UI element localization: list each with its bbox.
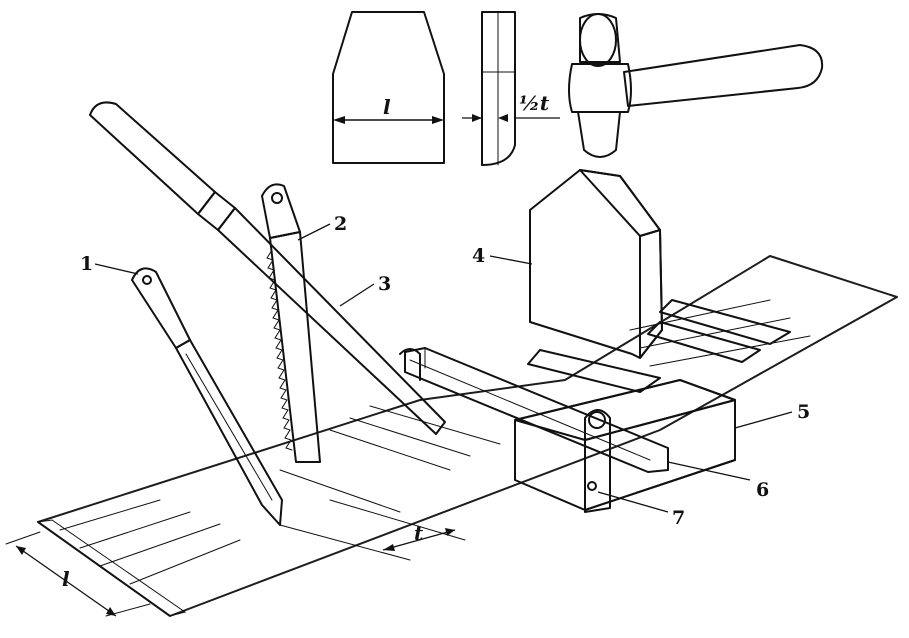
callout-7: 7 — [597, 491, 685, 529]
hammer — [568, 13, 824, 158]
dimension-l-top-label: l — [383, 95, 391, 119]
callout-7-label: 7 — [672, 507, 685, 529]
knife — [131, 267, 283, 526]
wooden-template — [529, 169, 663, 359]
dimension-t-label: t — [414, 521, 424, 545]
dimension-l-top: l — [333, 95, 444, 124]
callout-6-label: 6 — [756, 479, 769, 501]
dimension-half-t-label: ½t — [519, 91, 550, 115]
callout-4: 4 — [472, 245, 533, 267]
dimension-t: t — [279, 499, 466, 561]
callout-6: 6 — [667, 461, 769, 501]
callout-5-label: 5 — [797, 401, 810, 423]
callout-4-label: 4 — [472, 245, 485, 267]
callout-3: 3 — [339, 273, 391, 307]
callout-5: 5 — [734, 401, 810, 429]
dimension-l-bottom: l — [5, 531, 151, 617]
callout-1: 1 — [80, 253, 139, 275]
callout-1-label: 1 — [80, 253, 93, 275]
callout-3-label: 3 — [378, 273, 391, 295]
metal-sheet — [36, 255, 898, 617]
clamp — [399, 348, 611, 513]
template-front-view — [332, 11, 445, 164]
template-side-view — [481, 11, 516, 166]
saw — [261, 183, 321, 463]
file-tool — [89, 101, 446, 435]
dimension-l-bottom-label: l — [62, 567, 70, 591]
callout-2: 2 — [297, 213, 347, 241]
callout-2-label: 2 — [334, 213, 347, 235]
dimension-half-t: ½t — [462, 91, 560, 122]
